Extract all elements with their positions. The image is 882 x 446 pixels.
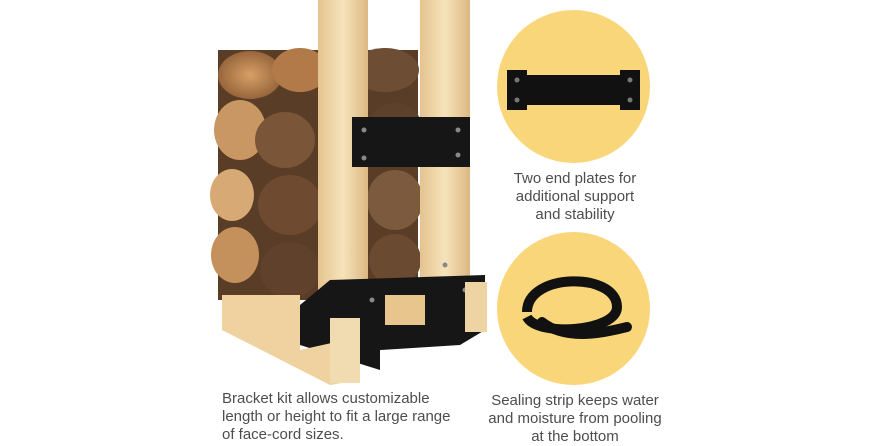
end-plate-caption: Two end plates for additional support an… — [513, 170, 637, 223]
base-board-front — [330, 318, 360, 383]
end-plate-icon — [507, 70, 640, 110]
firewood-rack-illustration — [210, 0, 487, 385]
end-plate-feature-circle — [497, 10, 650, 163]
bracket-kit-caption: Bracket kit allows customizable length o… — [222, 390, 451, 443]
middle-bracket-plate — [352, 117, 470, 167]
sealing-strip-icon — [522, 276, 632, 339]
base-board-left — [222, 295, 360, 385]
sealing-strip-feature-circle — [497, 232, 650, 385]
sealing-strip-caption: Sealing strip keeps water and moisture f… — [488, 392, 662, 445]
base-board-right — [465, 282, 487, 332]
